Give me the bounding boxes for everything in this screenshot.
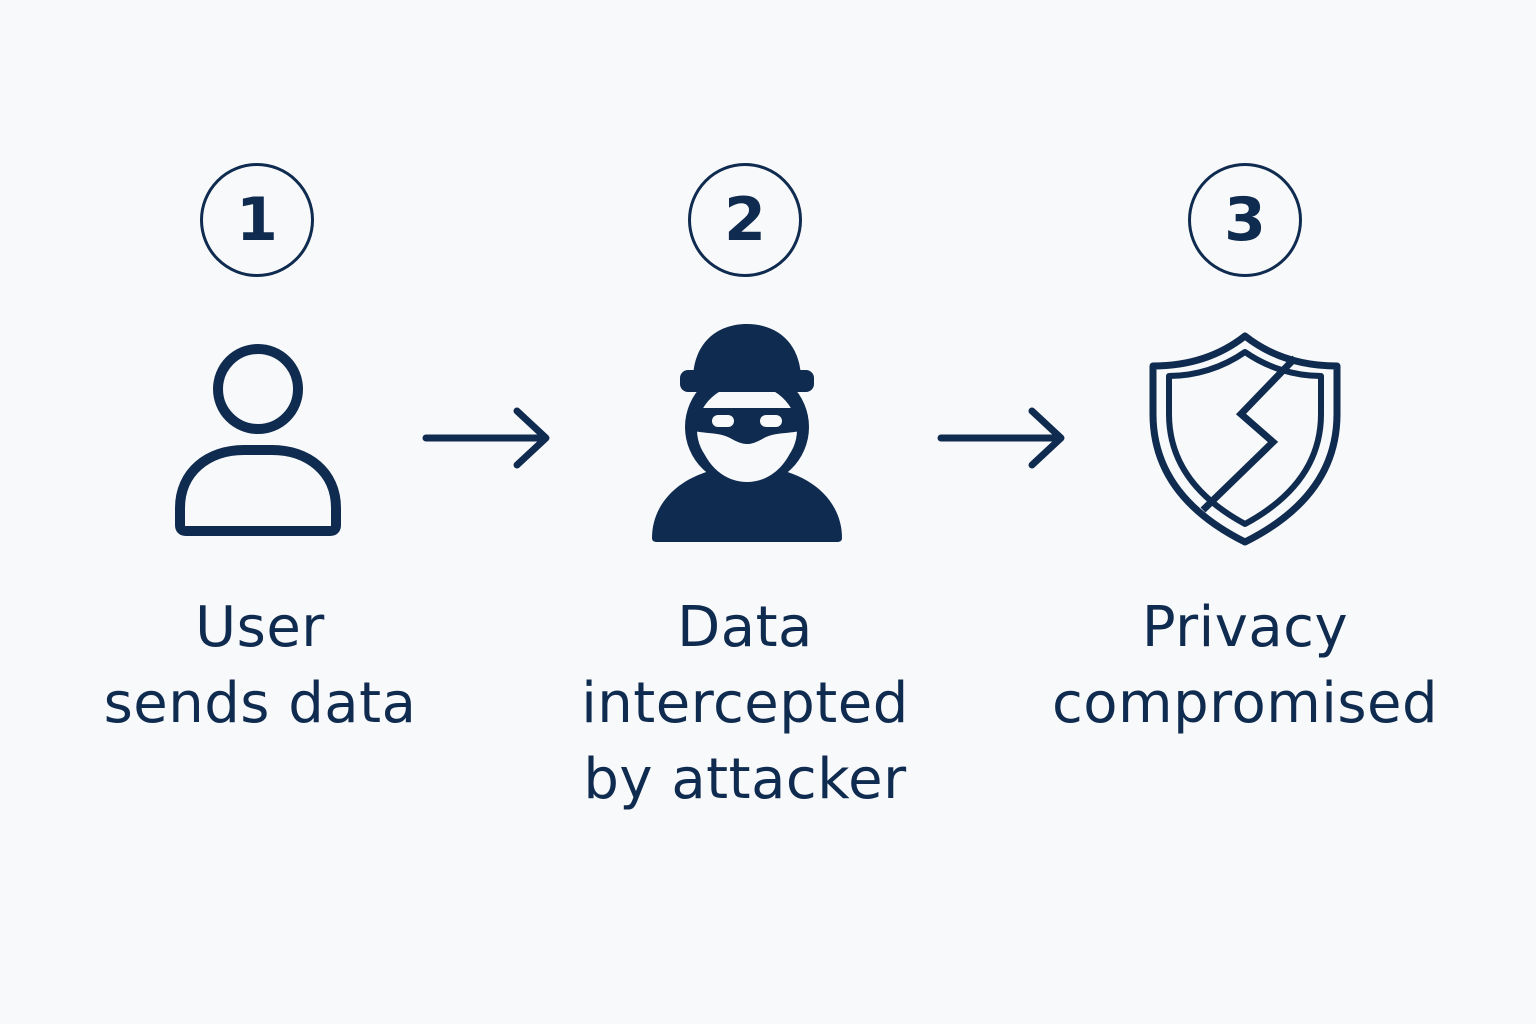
step-1-number: 1 [200, 163, 314, 277]
arrow-right-icon [935, 405, 1070, 471]
step-2-label: Data intercepted by attacker [525, 590, 965, 818]
step-2-label-line-2: intercepted [581, 671, 909, 736]
step-2-label-line-3: by attacker [583, 747, 907, 812]
step-3-label-line-1: Privacy [1141, 595, 1349, 660]
step-1-label-line-2: sends data [103, 671, 417, 736]
step-3-number: 3 [1188, 163, 1302, 277]
step-3-label-line-2: compromised [1052, 671, 1438, 736]
user-icon [170, 340, 350, 540]
broken-shield-icon [1145, 330, 1345, 550]
step-1-label-line-1: User [195, 595, 325, 660]
step-1-label: User sends data [40, 590, 480, 742]
step-3-label: Privacy compromised [1025, 590, 1465, 742]
step-2-label-line-1: Data [677, 595, 813, 660]
arrow-right-icon [420, 405, 555, 471]
attacker-icon [650, 322, 845, 544]
step-2-number: 2 [688, 163, 802, 277]
